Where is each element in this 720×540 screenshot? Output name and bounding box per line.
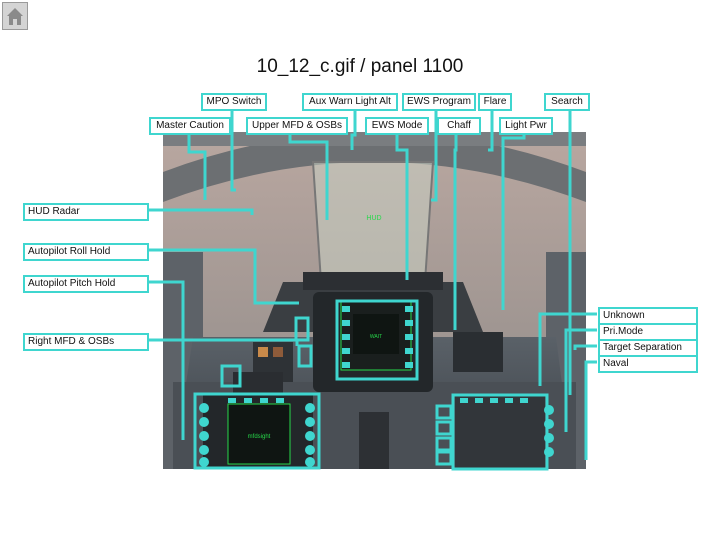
home-icon [7, 8, 23, 25]
upper-mfd-osb-frame [335, 299, 419, 381]
cockpit-image: HUD WAIT mfdsight [163, 132, 586, 469]
label-hud-radar[interactable]: HUD Radar [23, 203, 149, 221]
label-chaff[interactable]: Chaff [437, 117, 481, 135]
upper-mfd-screen-text: WAIT [370, 334, 382, 340]
label-ews-program[interactable]: EWS Program [402, 93, 476, 111]
page-title: 10_12_c.gif / panel 1100 [256, 56, 464, 77]
home-button[interactable] [2, 2, 28, 30]
hud-screen-text: HUD [366, 215, 381, 222]
label-master-caution[interactable]: Master Caution [149, 117, 231, 135]
label-search[interactable]: Search [544, 93, 590, 111]
label-upper-mfd-osbs[interactable]: Upper MFD & OSBs [246, 117, 348, 135]
lower-right-mfd-osb-frame [451, 393, 554, 471]
label-ews-mode[interactable]: EWS Mode [365, 117, 429, 135]
label-aux-warn-light-alt[interactable]: Aux Warn Light Alt [302, 93, 398, 111]
label-light-pwr[interactable]: Light Pwr [499, 117, 553, 135]
label-flare[interactable]: Flare [478, 93, 512, 111]
lower-left-mfd-osb-frame [193, 392, 321, 470]
label-autopilot-pitch-hold[interactable]: Autopilot Pitch Hold [23, 275, 149, 293]
label-autopilot-roll-hold[interactable]: Autopilot Roll Hold [23, 243, 149, 261]
lower-mfd-screen-text: mfdsight [248, 434, 271, 440]
label-mpo-switch[interactable]: MPO Switch [201, 93, 267, 111]
label-naval[interactable]: Naval [598, 355, 698, 373]
label-right-mfd-osbs[interactable]: Right MFD & OSBs [23, 333, 149, 351]
